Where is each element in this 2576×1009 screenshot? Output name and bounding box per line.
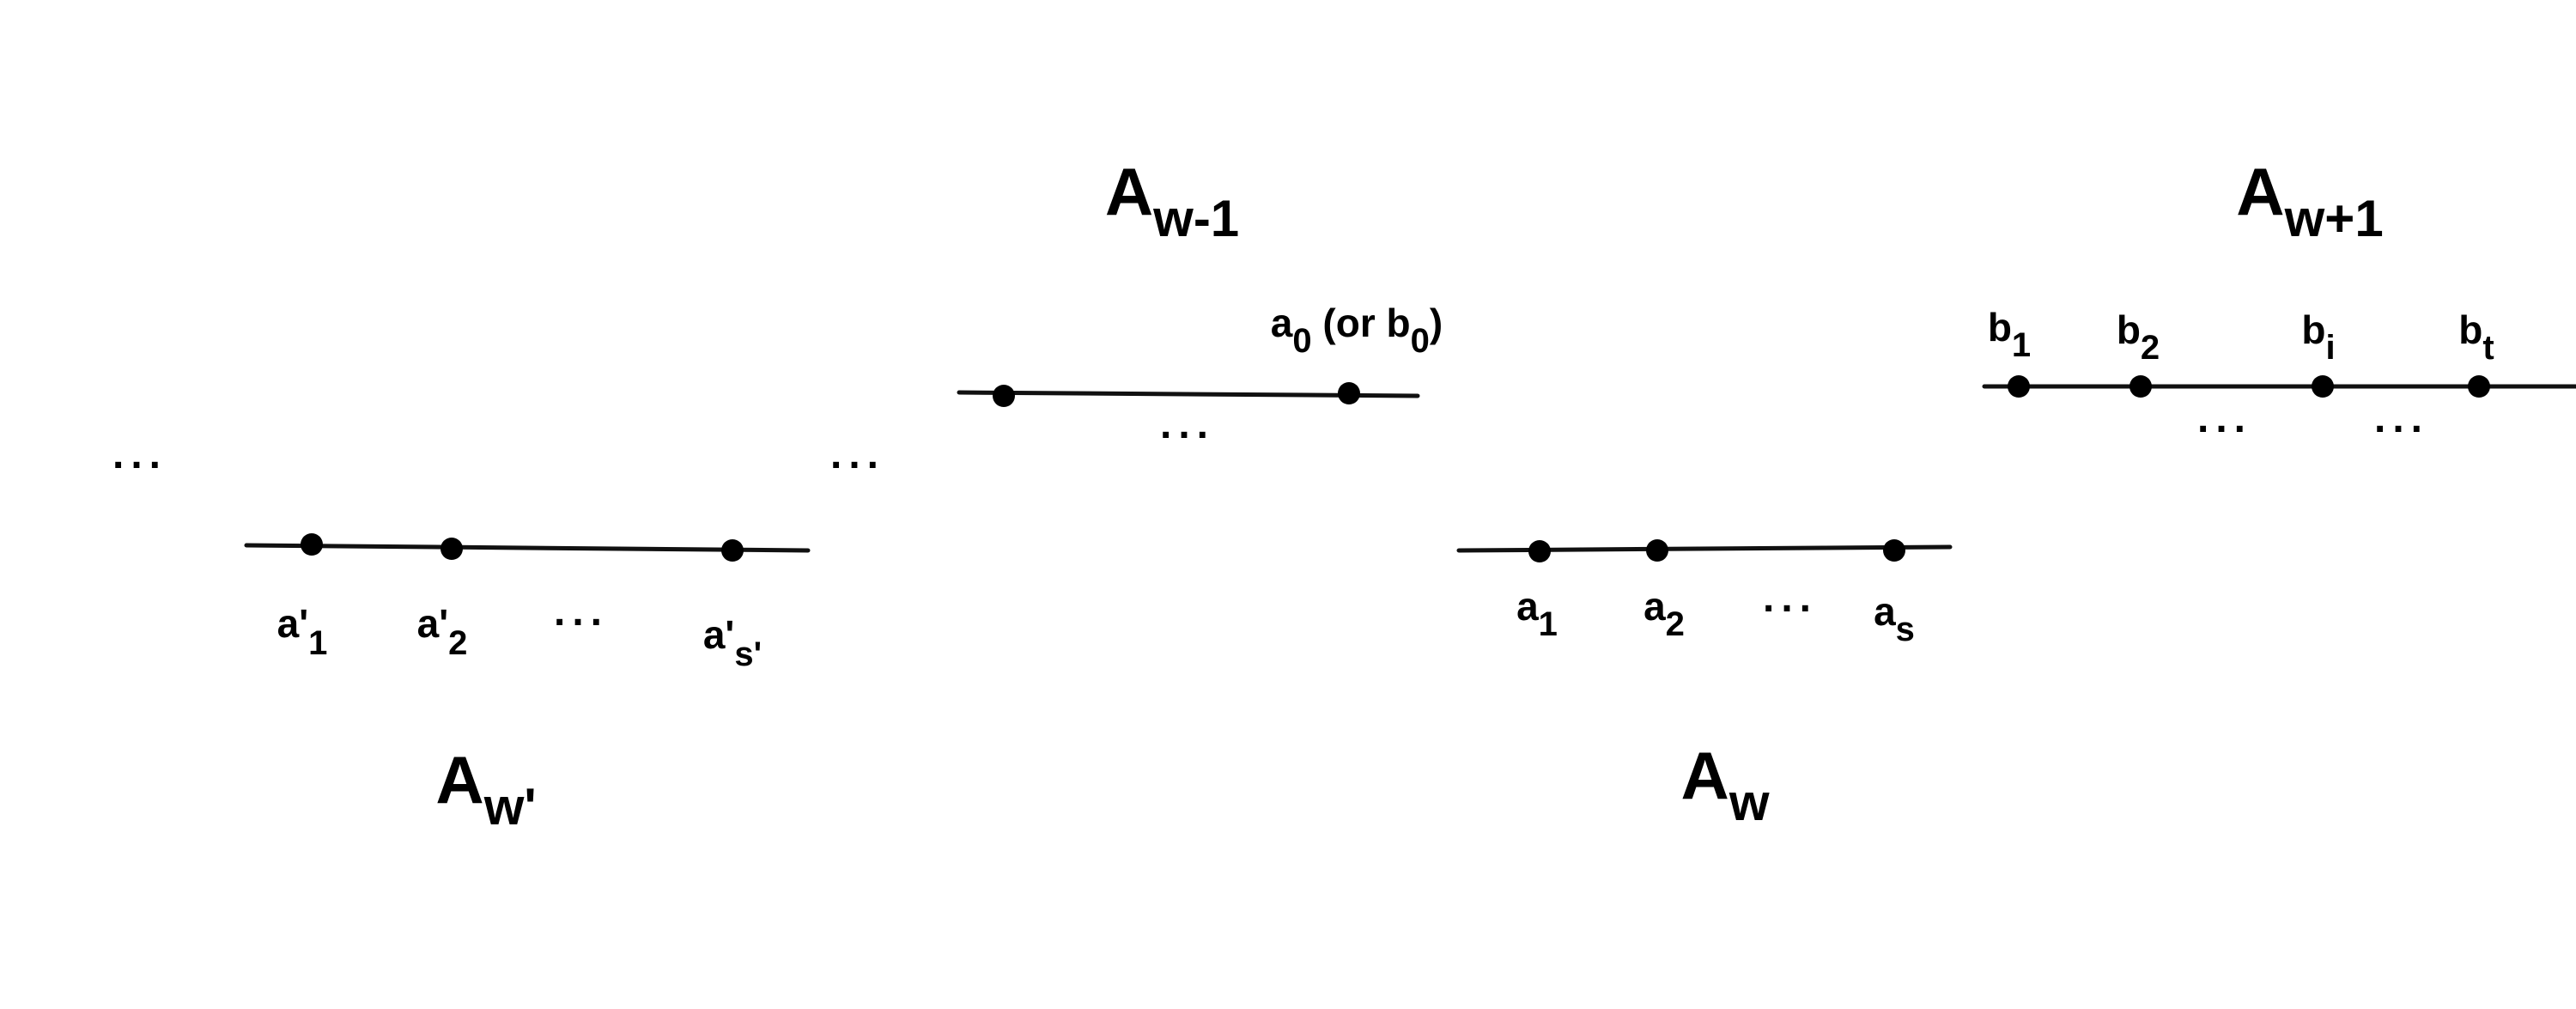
- ellipsis-aw-prime: ...: [554, 589, 609, 635]
- point-a1: [1528, 540, 1551, 562]
- label-a-prime-1: a'1: [277, 601, 328, 662]
- group-aw: a1 a2 ... as Aw: [1456, 539, 1953, 831]
- title-aw-plus-1: Aw+1: [2236, 154, 2383, 247]
- ellipsis-aw-plus-1-second: ...: [2374, 396, 2429, 441]
- ellipsis-aw-minus-1: ...: [1160, 402, 1215, 447]
- point-bi: [2312, 375, 2334, 398]
- label-a-prime-2: a'2: [417, 601, 468, 662]
- point-b1: [2008, 375, 2030, 398]
- point-a-prime-s-prime: [721, 539, 744, 562]
- label-bi: bi: [2301, 307, 2335, 367]
- point-1-aw-minus-1: [993, 385, 1015, 407]
- label-a0-or-b0: a0 (or b0): [1271, 301, 1443, 360]
- ellipsis-aw: ...: [1763, 575, 1818, 621]
- label-a1: a1: [1516, 584, 1558, 643]
- ellipsis-aw-plus-1-first: ...: [2197, 396, 2252, 441]
- title-aw-prime: Aw': [435, 742, 536, 836]
- point-a0: [1338, 382, 1360, 404]
- label-as: as: [1874, 589, 1915, 648]
- label-a-prime-s-prime: a's': [703, 612, 762, 673]
- label-a2: a2: [1643, 584, 1685, 643]
- group-aw-plus-1: Aw+1 b1 b2 bi bt ... ...: [1982, 154, 2576, 441]
- label-b1: b1: [1988, 305, 2031, 364]
- point-a-prime-2: [440, 538, 463, 560]
- point-a2: [1646, 539, 1668, 562]
- point-a-prime-1: [301, 533, 323, 556]
- point-bt: [2468, 375, 2490, 398]
- segment-aw-prime: [244, 543, 811, 553]
- group-aw-prime: a'1 a'2 ... a's' Aw': [244, 533, 811, 836]
- group-aw-minus-1: Aw-1 a0 (or b0) ...: [957, 154, 1443, 447]
- left-ellipsis: ...: [112, 432, 167, 477]
- label-bt: bt: [2458, 307, 2494, 367]
- label-b2: b2: [2117, 307, 2160, 367]
- title-aw-minus-1: Aw-1: [1105, 154, 1239, 247]
- middle-ellipsis: ...: [830, 432, 885, 477]
- point-as: [1883, 539, 1905, 562]
- title-aw: Aw: [1680, 738, 1769, 831]
- point-b2: [2129, 375, 2152, 398]
